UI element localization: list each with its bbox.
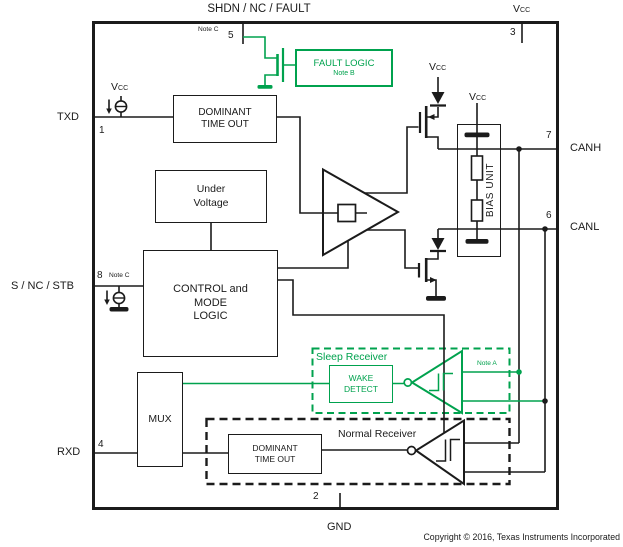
block-label: CONTROL and xyxy=(173,282,248,295)
block-label: MODE xyxy=(194,296,227,309)
block-label: WAKE xyxy=(348,373,374,384)
block-note: Note B xyxy=(333,69,355,77)
pin-number-8: 8 xyxy=(97,270,103,281)
txd-pin-label: TXD xyxy=(57,111,79,123)
block-label: Under xyxy=(196,183,226,196)
bias-unit-label: BIAS UNIT xyxy=(485,162,496,218)
block-label: Voltage xyxy=(193,196,229,209)
block-label: DOMINANT xyxy=(252,443,298,454)
note-a-label: Note A xyxy=(477,360,497,367)
copyright-text: Copyright © 2016, Texas Instruments Inco… xyxy=(423,532,620,542)
canl-pin-label: CANL xyxy=(570,221,600,233)
wake-detect-block: WAKE DETECT xyxy=(329,365,393,403)
pin-number-5: 5 xyxy=(228,30,234,41)
pin-number-7: 7 xyxy=(546,130,552,141)
sleep-receiver-label: Sleep Receiver xyxy=(316,351,388,363)
fault-logic-block: FAULT LOGIC Note B xyxy=(295,49,393,87)
block-label: DOMINANT xyxy=(198,106,252,118)
pin-number-1: 1 xyxy=(99,125,105,136)
vcc-label-pin3: VCC xyxy=(513,3,531,15)
rxd-pin-label: RXD xyxy=(57,446,81,458)
pin-number-3: 3 xyxy=(510,27,516,38)
shdn-nc-fault-label: SHDN / NC / FAULT xyxy=(207,3,311,15)
dominant-timeout-tx-block: DOMINANT TIME OUT xyxy=(173,95,277,143)
pin-number-4: 4 xyxy=(98,439,104,450)
under-voltage-block: Under Voltage xyxy=(155,170,267,223)
vcc-label-driver-diode: VCC xyxy=(429,61,447,73)
block-label: TIME OUT xyxy=(254,454,296,464)
block-label: TIME OUT xyxy=(201,119,249,130)
mux-block: MUX xyxy=(137,372,183,467)
block-label: LOGIC xyxy=(193,310,228,323)
canh-pin-label: CANH xyxy=(570,142,602,154)
vcc-label-bias-unit: VCC xyxy=(469,91,487,103)
block-label: DETECT xyxy=(344,384,378,394)
note-c-pin8: Note C xyxy=(109,272,130,279)
stb-pin-label: S / NC / STB xyxy=(11,280,74,292)
dominant-timeout-rx-block: DOMINANT TIME OUT xyxy=(228,434,322,474)
block-label: FAULT LOGIC xyxy=(313,57,375,69)
normal-receiver-label: Normal Receiver xyxy=(338,428,417,440)
block-label: MUX xyxy=(148,412,172,425)
pin-number-6: 6 xyxy=(546,210,552,221)
vcc-label-txd-pullup: VCC xyxy=(111,81,129,93)
control-mode-logic-block: CONTROL and MODE LOGIC xyxy=(143,250,278,357)
gnd-label: GND xyxy=(327,521,352,533)
note-c-pin5: Note C xyxy=(198,26,219,33)
pin-number-2: 2 xyxy=(313,491,319,502)
